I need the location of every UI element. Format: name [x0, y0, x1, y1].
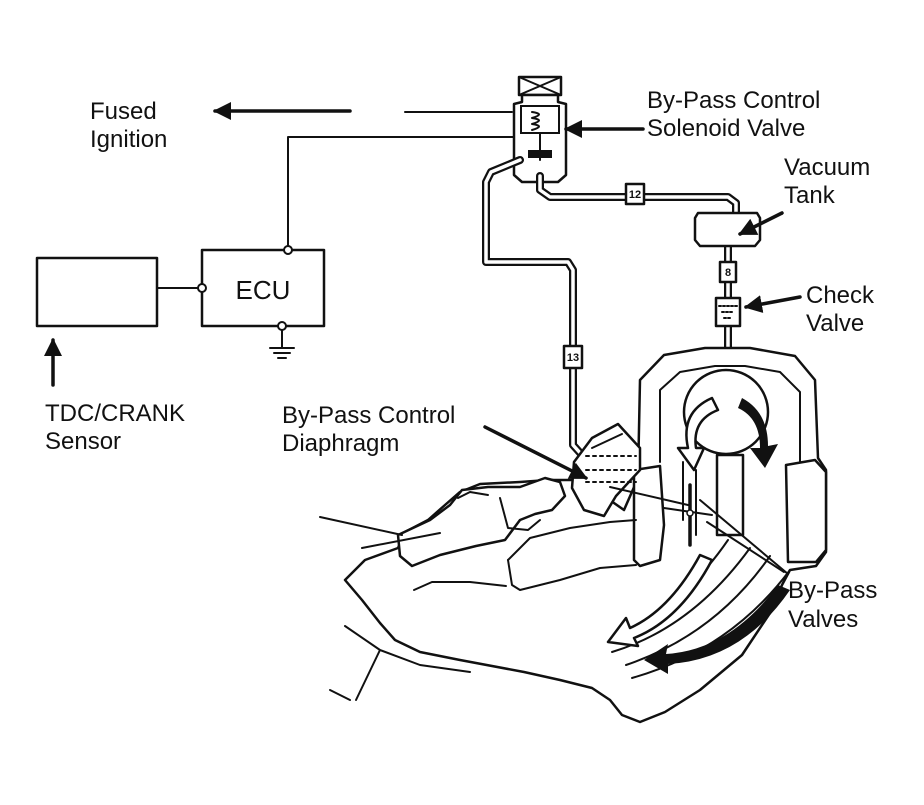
- diaphragm-line-2: Diaphragm: [282, 430, 399, 457]
- airflow-arrow-white-icon: [606, 553, 714, 648]
- check-valve: [714, 296, 742, 328]
- check-valve-label-arrow: [744, 295, 802, 313]
- diaphragm-line-1: By-Pass Control: [282, 402, 455, 429]
- rotation-arrow-black-icon: [738, 398, 778, 468]
- hose-tag-13-text: 13: [567, 352, 579, 364]
- ignition-wire: [287, 111, 521, 251]
- solenoid-valve-line-2: Solenoid Valve: [647, 115, 805, 142]
- hose-tag-8-text: 8: [725, 267, 731, 279]
- fused-ignition-line-1: Fused: [90, 98, 157, 125]
- bypass-valves-leader-1: [706, 521, 785, 573]
- check-valve-label: Check Valve: [806, 282, 875, 337]
- bypass-valves-label: By-Pass Valves: [788, 577, 877, 633]
- bypass-valves-leader-2: [699, 499, 789, 575]
- tdc-sensor-line-1: TDC/CRANK: [45, 400, 185, 427]
- bypass-valve-plates: [663, 483, 713, 547]
- tdc-crank-sensor-label: TDC/CRANK Sensor: [45, 400, 185, 455]
- vacuum-tank-line-1: Vacuum: [784, 154, 870, 181]
- bypass-valves-line-2: Valves: [788, 606, 858, 633]
- solenoid-connector-icon: [517, 75, 563, 97]
- ground-symbol: [269, 329, 295, 359]
- rotation-arrow-white-icon: [676, 396, 720, 472]
- hose-tag-13: [562, 344, 584, 370]
- ecu-label: ECU: [236, 275, 291, 305]
- hose-tag-12: [624, 182, 646, 206]
- tdc-sensor-line-2: Sensor: [45, 428, 121, 455]
- throttle-rotor: [682, 368, 770, 456]
- hose-tag-12-text: 12: [629, 189, 641, 201]
- diaphragm-label-arrow: [483, 425, 588, 480]
- hose-13: [482, 156, 586, 459]
- fused-ignition-line-2: Ignition: [90, 126, 167, 153]
- solenoid-valve-line-1: By-Pass Control: [647, 87, 820, 114]
- solenoid-valve-label: By-Pass Control Solenoid Valve: [647, 87, 820, 142]
- fused-ignition-label: Fused Ignition: [90, 98, 167, 153]
- ecu-box: [197, 245, 326, 331]
- check-valve-line-2: Valve: [806, 310, 864, 337]
- vacuum-tank-line-2: Tank: [784, 182, 836, 209]
- vacuum-tank-label-arrow: [738, 211, 784, 236]
- bypass-valves-line-1: By-Pass: [788, 577, 877, 604]
- vacuum-tank-label: Vacuum Tank: [784, 154, 870, 209]
- airflow-arrow-black-icon: [644, 585, 790, 674]
- check-valve-line-1: Check: [806, 282, 875, 309]
- diaphragm-label: By-Pass Control Diaphragm: [282, 402, 455, 457]
- solenoid-valve-body: [512, 93, 568, 184]
- tdc-crank-sensor-box: [35, 256, 159, 328]
- hose-tag-8: [718, 260, 738, 284]
